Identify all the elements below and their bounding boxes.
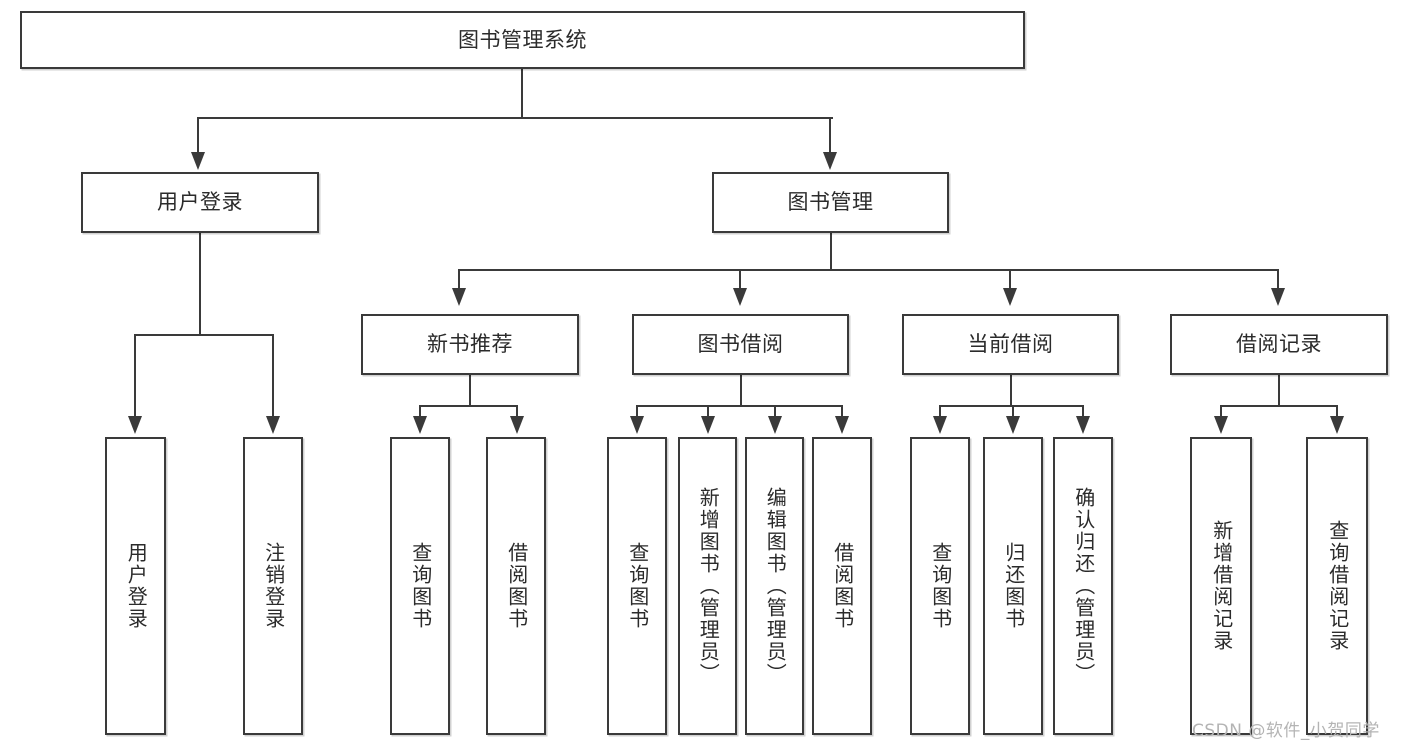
- leaf-confirm-return[interactable]: 确认归还（管理员）: [1053, 437, 1113, 735]
- connector-user-login-to-leaf2: [272, 334, 274, 420]
- leaf-user-login-label: 用户登录: [124, 542, 149, 630]
- arrow-to-leaf-query-book-2: [630, 416, 644, 434]
- csdn-watermark: CSDN @软件_小贺同学: [1192, 721, 1380, 741]
- node-root[interactable]: 图书管理系统: [20, 11, 1025, 69]
- leaf-user-login[interactable]: 用户登录: [105, 437, 166, 735]
- node-book-borrow-label: 图书借阅: [697, 332, 784, 357]
- leaf-query-record-label: 查询借阅记录: [1325, 520, 1350, 652]
- connector-book-manage-bar: [458, 269, 1278, 271]
- connector-root-bar: [197, 117, 833, 119]
- leaf-query-book-1[interactable]: 查询图书: [390, 437, 450, 735]
- node-user-login-label: 用户登录: [157, 190, 243, 215]
- node-current-borrow-label: 当前借阅: [967, 332, 1054, 357]
- leaf-borrow-book-2[interactable]: 借阅图书: [812, 437, 872, 735]
- arrow-to-leaf-query-book-1: [413, 416, 427, 434]
- connector-borrow-record-l2: [1336, 405, 1338, 419]
- connector-book-manage-to-c3: [1009, 269, 1011, 291]
- connector-new-book-rec-l2: [516, 405, 518, 419]
- node-new-book-rec-label: 新书推荐: [427, 332, 513, 357]
- leaf-confirm-return-label: 确认归还（管理员）: [1071, 487, 1096, 685]
- leaf-return-book[interactable]: 归还图书: [983, 437, 1043, 735]
- connector-book-borrow-l4: [841, 405, 843, 419]
- arrow-to-leaf-add-book: [701, 416, 715, 434]
- arrow-to-new-book-rec: [452, 288, 466, 306]
- node-book-manage[interactable]: 图书管理: [712, 172, 949, 233]
- connector-borrow-record-stem: [1278, 375, 1280, 406]
- leaf-return-book-label: 归还图书: [1001, 542, 1026, 630]
- leaf-borrow-book-1[interactable]: 借阅图书: [486, 437, 546, 735]
- connector-borrow-record-l1: [1220, 405, 1222, 419]
- arrow-to-user-login: [191, 152, 205, 170]
- connector-new-book-rec-stem: [469, 375, 471, 406]
- arrow-to-leaf-query-record: [1330, 416, 1344, 434]
- connector-root-to-user-login: [197, 117, 199, 157]
- leaf-logout[interactable]: 注销登录: [243, 437, 303, 735]
- leaf-edit-book[interactable]: 编辑图书（管理员）: [745, 437, 804, 735]
- leaf-query-book-1-label: 查询图书: [408, 542, 433, 630]
- leaf-add-record[interactable]: 新增借阅记录: [1190, 437, 1252, 735]
- leaf-query-record[interactable]: 查询借阅记录: [1306, 437, 1368, 735]
- connector-current-borrow-l3: [1082, 405, 1084, 419]
- connector-book-manage-to-c2: [739, 269, 741, 291]
- connector-book-borrow-bar: [636, 405, 843, 407]
- leaf-query-book-3-label: 查询图书: [928, 542, 953, 630]
- connector-current-borrow-stem: [1010, 375, 1012, 406]
- arrow-to-leaf-add-record: [1214, 416, 1228, 434]
- node-borrow-record-label: 借阅记录: [1236, 332, 1322, 357]
- arrow-to-leaf-logout: [266, 416, 280, 434]
- leaf-add-record-label: 新增借阅记录: [1209, 520, 1234, 652]
- connector-user-login-stem: [199, 233, 201, 334]
- connector-current-borrow-bar: [939, 405, 1084, 407]
- connector-user-login-bar: [134, 334, 273, 336]
- leaf-add-book-label: 新增图书（管理员）: [696, 487, 721, 685]
- arrow-to-leaf-user-login: [128, 416, 142, 434]
- arrow-to-book-manage: [823, 152, 837, 170]
- connector-root-to-book-manage: [829, 117, 831, 157]
- leaf-borrow-book-2-label: 借阅图书: [830, 542, 855, 630]
- leaf-edit-book-label: 编辑图书（管理员）: [763, 487, 788, 685]
- connector-book-borrow-stem: [740, 375, 742, 406]
- arrow-to-leaf-query-book-3: [933, 416, 947, 434]
- arrow-to-book-borrow: [733, 288, 747, 306]
- leaf-logout-label: 注销登录: [261, 542, 286, 630]
- arrow-to-leaf-borrow-book-1: [510, 416, 524, 434]
- connector-book-borrow-l3: [774, 405, 776, 419]
- connector-new-book-rec-bar: [419, 405, 518, 407]
- connector-current-borrow-l2: [1012, 405, 1014, 419]
- node-current-borrow[interactable]: 当前借阅: [902, 314, 1119, 375]
- arrow-to-leaf-return-book: [1006, 416, 1020, 434]
- node-book-borrow[interactable]: 图书借阅: [632, 314, 849, 375]
- connector-root-stem: [521, 69, 523, 119]
- connector-borrow-record-bar: [1220, 405, 1337, 407]
- node-book-manage-label: 图书管理: [787, 190, 874, 215]
- leaf-query-book-3[interactable]: 查询图书: [910, 437, 970, 735]
- connector-book-borrow-l2: [707, 405, 709, 419]
- connector-book-manage-to-c4: [1277, 269, 1279, 291]
- connector-current-borrow-l1: [939, 405, 941, 419]
- connector-book-manage-stem: [830, 233, 832, 270]
- leaf-query-book-2[interactable]: 查询图书: [607, 437, 667, 735]
- connector-book-manage-to-c1: [458, 269, 460, 291]
- arrow-to-leaf-borrow-book-2: [835, 416, 849, 434]
- connector-book-borrow-l1: [636, 405, 638, 419]
- node-root-label: 图书管理系统: [458, 27, 587, 52]
- node-borrow-record[interactable]: 借阅记录: [1170, 314, 1388, 375]
- node-user-login[interactable]: 用户登录: [81, 172, 319, 233]
- arrow-to-leaf-confirm-return: [1076, 416, 1090, 434]
- leaf-add-book[interactable]: 新增图书（管理员）: [678, 437, 737, 735]
- leaf-borrow-book-1-label: 借阅图书: [504, 542, 529, 630]
- arrow-to-leaf-edit-book: [768, 416, 782, 434]
- leaf-query-book-2-label: 查询图书: [625, 542, 650, 630]
- arrow-to-borrow-record: [1271, 288, 1285, 306]
- connector-new-book-rec-l1: [419, 405, 421, 419]
- connector-user-login-to-leaf1: [134, 334, 136, 420]
- node-new-book-rec[interactable]: 新书推荐: [361, 314, 579, 375]
- arrow-to-current-borrow: [1003, 288, 1017, 306]
